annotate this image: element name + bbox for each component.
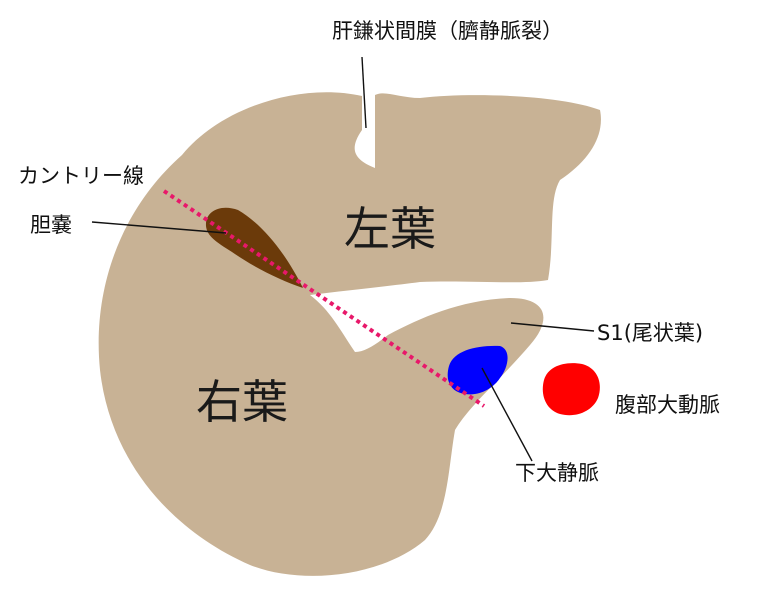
ivc-shape bbox=[447, 345, 508, 395]
aorta-label: 腹部大動脈 bbox=[615, 393, 720, 417]
ivc-leader bbox=[481, 367, 533, 462]
gallbladder-leader bbox=[91, 221, 227, 234]
falciform-label: 肝鎌状間膜（臍静脈裂） bbox=[332, 19, 563, 43]
left-lobe-label: 左葉 bbox=[344, 202, 436, 256]
falciform-leader bbox=[361, 56, 367, 129]
ivc-label: 下大静脈 bbox=[515, 461, 599, 485]
liver-shape bbox=[98, 92, 601, 576]
caudate-leader bbox=[510, 322, 595, 332]
aorta-shape bbox=[542, 363, 600, 416]
gallbladder-label: 胆嚢 bbox=[30, 213, 72, 237]
cantlie-line bbox=[162, 189, 486, 408]
right-lobe-label: 右葉 bbox=[196, 375, 288, 429]
caudate-label: S1(尾状葉) bbox=[597, 321, 703, 345]
cantlie-label: カントリー線 bbox=[18, 164, 144, 188]
